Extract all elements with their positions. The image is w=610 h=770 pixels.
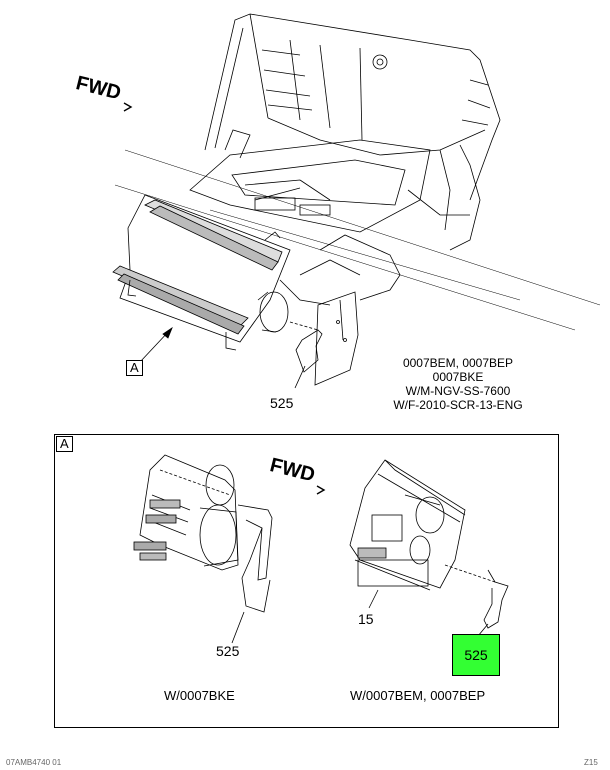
callout-15-detail-right: 15	[358, 611, 374, 627]
caption-right: W/0007BEM, 0007BEP	[350, 688, 486, 703]
callout-525-main: 525	[270, 395, 294, 411]
detail-a-label: A	[56, 436, 73, 452]
exhaust-box	[112, 194, 291, 351]
drawing-number: 07AMB4740 01	[6, 758, 62, 767]
note-line: W/F-2010-SCR-13-ENG	[393, 398, 523, 412]
caption-left: W/0007BKE	[164, 688, 235, 703]
callout-525-detail-left: 525	[216, 643, 240, 659]
detail-a-pointer	[139, 326, 173, 363]
cab-structure	[114, 13, 601, 386]
fwd-arrow-detail	[316, 485, 326, 495]
note-line: 0007BEM, 0007BEP	[402, 356, 514, 370]
detail-a-frame	[54, 434, 559, 728]
note-line: 0007BKE	[432, 370, 484, 384]
part-525-bracket-detail-left	[231, 504, 273, 644]
fwd-arrow-main	[123, 102, 133, 112]
application-notes: 0007BEM, 0007BEP 0007BKE W/M-NGV-SS-7600…	[378, 356, 538, 412]
detail-a-reference-box: A	[126, 360, 143, 376]
callout-525-highlighted: 525	[452, 634, 500, 676]
part-525-bracket-main	[289, 321, 323, 389]
note-line: W/M-NGV-SS-7600	[405, 384, 511, 398]
detail-right-assembly	[349, 459, 496, 609]
sheet-code: Z15	[584, 758, 598, 767]
detail-left-assembly	[133, 454, 239, 571]
